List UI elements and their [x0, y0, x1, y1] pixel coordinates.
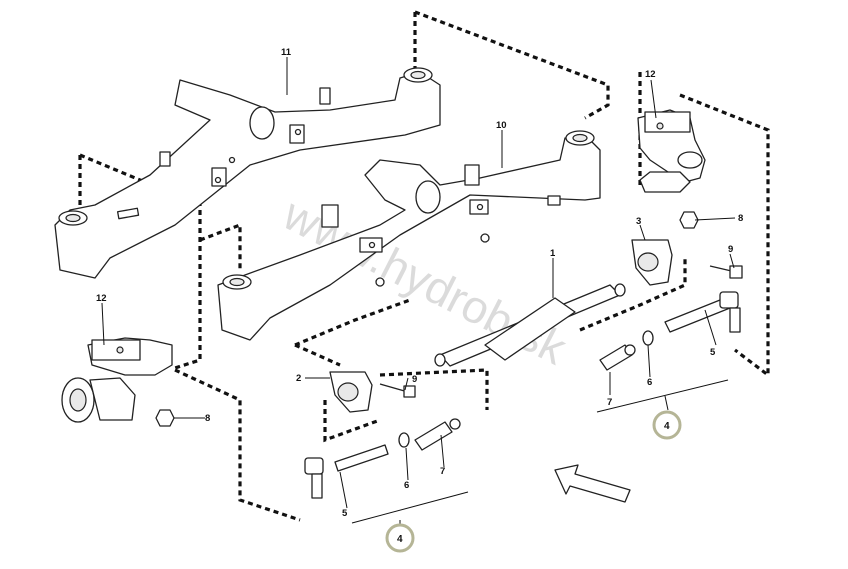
- label-part-5-right: 5: [710, 347, 716, 358]
- label-part-6-right: 6: [647, 377, 652, 388]
- label-part-8-left: 8: [205, 413, 210, 424]
- tie-rod-assembly-left: [304, 418, 461, 499]
- label-part-9-right: 9: [728, 244, 733, 255]
- assembly-guide-lines: [78, 10, 770, 522]
- label-part-7-left: 7: [440, 466, 445, 477]
- label-part-7-right: 7: [607, 397, 612, 408]
- svg-text:4: 4: [397, 534, 403, 545]
- part-12-steering-knuckle-left: [61, 337, 173, 423]
- label-part-5-left: 5: [342, 508, 348, 519]
- callout-4-left: 4: [385, 523, 415, 553]
- svg-text:4: 4: [664, 421, 670, 432]
- label-part-11: 11: [281, 47, 292, 58]
- callout-4-right: 4: [652, 410, 682, 440]
- label-part-8-right: 8: [738, 213, 743, 224]
- label-part-12-left: 12: [96, 293, 107, 304]
- label-part-2: 2: [296, 373, 301, 384]
- label-part-1: 1: [550, 248, 556, 259]
- part-1-steering-cylinder: [434, 283, 626, 367]
- label-part-10: 10: [496, 120, 507, 131]
- leader-lines: [101, 57, 736, 530]
- label-part-12-right: 12: [645, 69, 656, 80]
- callout-labels: 11 10 12 12 1 3 2 8 8 9 9 5 6 7 5 6 7: [96, 47, 743, 519]
- part-8-nut-right: [679, 211, 699, 229]
- part-10-axle-beam: [217, 130, 601, 341]
- part-2-clamp: [329, 371, 373, 413]
- part-8-nut-left: [155, 409, 175, 427]
- part-3-clamp: [631, 239, 673, 286]
- direction-arrow: [554, 464, 631, 503]
- label-part-3: 3: [636, 216, 641, 227]
- part-9-bolt-right: [709, 265, 743, 279]
- part-9-bolt-left: [379, 383, 416, 398]
- part-12-steering-knuckle-right: [637, 109, 706, 193]
- tie-rod-assembly-right: [599, 291, 741, 371]
- label-part-9-left: 9: [412, 374, 417, 385]
- label-part-6-left: 6: [404, 480, 409, 491]
- part-11-axle-beam: [54, 67, 441, 279]
